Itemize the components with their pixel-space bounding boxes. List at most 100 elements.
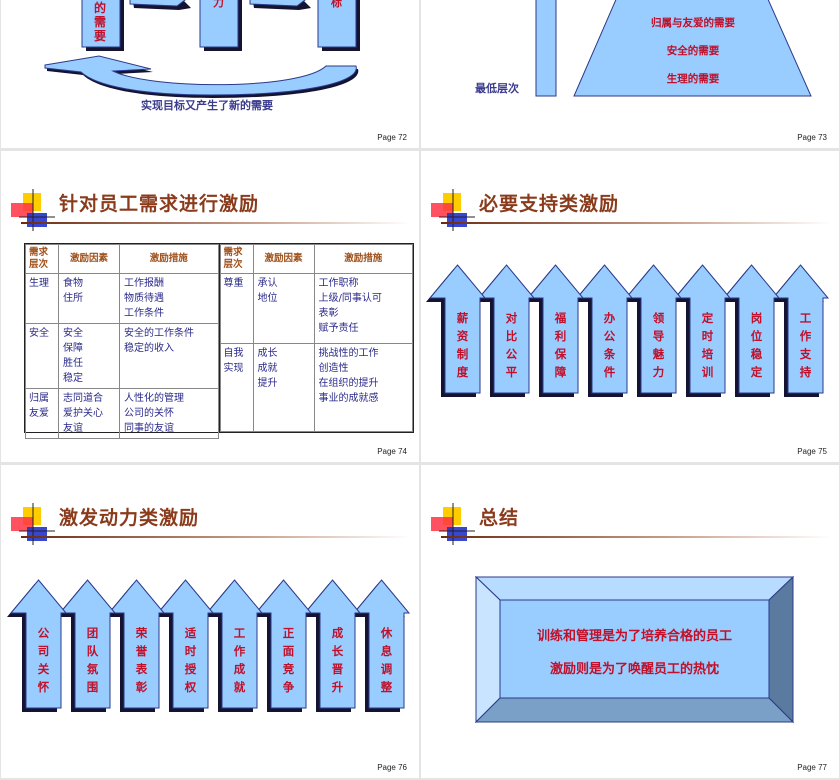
pyramid-level-safety: 安全的需要 [666, 45, 720, 57]
measure-cell: 工作报酬物质待遇工作条件 [119, 273, 219, 324]
table-row: 安全安全保障胜任稳定安全的工作条件稳定的收入 [25, 323, 219, 389]
arrow-label: 成长晋升 [331, 626, 344, 694]
table-header: 激励因素 [58, 244, 120, 274]
need-level-cell: 安全 [25, 323, 59, 389]
page-number: Page 74 [377, 447, 407, 456]
arrow-label: 正面竞争 [282, 626, 295, 694]
slide-title: 激发动力类激励 [59, 507, 200, 529]
table-row: 尊重承认地位工作职称上级/同事认可表彰赋予责任 [219, 273, 413, 344]
factor-cell: 安全保障胜任稳定 [58, 323, 120, 389]
slide-77[interactable]: 总结 训练和管理是为了培养合格的员工 激励则是为了唤醒员工的热忱 Page 77 [421, 465, 839, 778]
need-level-cell: 自我实现 [219, 343, 254, 432]
need-level-cell: 生理 [25, 273, 59, 324]
return-arrow [44, 55, 359, 98]
slide-title: 必要支持类激励 [479, 193, 620, 215]
up-arrow [301, 579, 362, 712]
slide-72[interactable]: 的需要 力 标 实现目标又产生了新的需要 Page 72 [1, 0, 419, 148]
measure-cell: 挑战性的工作创造性在组织的提升事业的成就感 [313, 343, 413, 432]
arrow-label: 休息调整 [380, 626, 393, 694]
summary-line-1: 训练和管理是为了培养合格的员工 [536, 629, 732, 644]
table-header: 需求层次 [219, 244, 254, 274]
page-number: Page 73 [797, 133, 827, 142]
arrow-shape [9, 579, 68, 709]
slide-73[interactable]: 最低层次 归属与友爱的需要 安全的需要 生理的需要 Page 73 [421, 0, 839, 148]
page-number: Page 77 [797, 763, 827, 772]
arrow-label: 岗位稳定 [750, 311, 763, 379]
level-bar [535, 0, 557, 97]
flow-box-3 [317, 0, 360, 51]
up-arrow [154, 579, 215, 712]
arrow-label: 福利保障 [554, 311, 567, 379]
table-header: 激励措施 [313, 244, 413, 274]
arrow-label: 团队氛围 [86, 626, 99, 694]
slide-logo [11, 189, 55, 231]
cycle-caption: 实现目标又产生了新的需要 [141, 99, 273, 112]
up-arrow [573, 264, 634, 397]
arrow-label: 工作成就 [233, 626, 246, 694]
table-right: 需求层次激励因素激励措施尊重承认地位工作职称上级/同事认可表彰赋予责任自我实现成… [219, 244, 414, 432]
arrow-label: 公司关怀 [37, 626, 50, 694]
table-left: 需求层次激励因素激励措施生理食物住所工作报酬物质待遇工作条件安全安全保障胜任稳定… [25, 244, 220, 439]
up-arrow [426, 264, 487, 397]
slide-title: 总结 [479, 507, 520, 529]
factor-cell: 成长成就提升 [252, 343, 315, 432]
factor-cell: 食物住所 [58, 273, 120, 324]
table-header: 激励因素 [252, 244, 315, 274]
flow-box-1-label: 的需要 [94, 1, 107, 43]
flow-arrow-1 [129, 0, 191, 10]
table-header: 激励措施 [119, 244, 219, 274]
table-row: 生理食物住所工作报酬物质待遇工作条件 [25, 273, 219, 324]
need-level-cell: 尊重 [219, 273, 254, 344]
factor-cell: 承认地位 [252, 273, 315, 344]
flow-box-3-label: 标 [331, 0, 342, 9]
arrow-row: 薪资制度 对比公平 福利保障 办公条件 领导魅力 定时培训 岗位稳定 工作支持 [421, 151, 839, 462]
page-number: Page 75 [797, 447, 827, 456]
flow-arrow-2 [249, 0, 311, 10]
arrow-label: 办公条件 [603, 311, 616, 379]
slide-logo [431, 189, 475, 231]
up-arrow [475, 264, 536, 397]
summary-bevel-box [474, 575, 795, 724]
arrow-label: 工作支持 [799, 311, 812, 379]
table-header: 需求层次 [25, 244, 59, 274]
need-level-cell: 归属友爱 [25, 388, 59, 439]
up-arrow [350, 579, 411, 712]
needs-pyramid [535, 0, 812, 97]
title-underline [21, 222, 411, 224]
slide-title: 针对员工需求进行激励 [59, 193, 260, 215]
arrow-label: 荣誉表彰 [135, 626, 148, 694]
up-arrow [203, 579, 264, 712]
title-underline [21, 536, 411, 538]
table-row: 自我实现成长成就提升挑战性的工作创造性在组织的提升事业的成就感 [219, 343, 413, 432]
title-underline [441, 536, 831, 538]
factor-cell: 志同道合爱护关心友谊 [58, 388, 120, 439]
table-row: 归属友爱志同道合爱护关心友谊人性化的管理公司的关怀同事的友谊 [25, 388, 219, 439]
pyramid-level-belonging: 归属与友爱的需要 [651, 17, 735, 29]
up-arrow [7, 579, 68, 712]
summary-line-2: 激励则是为了唤醒员工的热忱 [549, 662, 719, 677]
flow-box-2 [199, 0, 242, 51]
cycle-diagram [44, 0, 360, 98]
measure-cell: 人性化的管理公司的关怀同事的友谊 [119, 388, 219, 439]
slide-76[interactable]: 激发动力类激励 公司关怀团队氛围荣誉表彰适时授权工作成就正面竞争成长晋升休息调整… [1, 465, 419, 778]
needs-table: 需求层次激励因素激励措施生理食物住所工作报酬物质待遇工作条件安全安全保障胜任稳定… [24, 243, 414, 439]
flow-box-2-label: 力 [213, 0, 224, 9]
slide-74[interactable]: 针对员工需求进行激励 需求层次激励因素激励措施生理食物住所工作报酬物质待遇工作条… [1, 151, 419, 462]
measure-cell: 工作职称上级/同事认可表彰赋予责任 [313, 273, 413, 344]
lowest-level-label: 最低层次 [475, 82, 519, 95]
title-underline [441, 222, 831, 224]
arrow-label: 领导魅力 [652, 311, 665, 379]
arrow-row: 公司关怀团队氛围荣誉表彰适时授权工作成就正面竞争成长晋升休息调整 [1, 465, 419, 778]
pyramid-shape [573, 0, 812, 97]
slide-75[interactable]: 必要支持类激励 薪资制度 对比公平 福利保障 办公条件 领导魅力 定时培训 岗位稳定 工作支持… [421, 151, 839, 462]
arrow-label: 定时培训 [701, 311, 714, 379]
arrow-shape [428, 264, 487, 394]
measure-cell: 安全的工作条件稳定的收入 [119, 323, 219, 389]
flow-box-1 [81, 0, 124, 51]
slide-logo [431, 503, 475, 545]
arrow-label: 薪资制度 [456, 311, 469, 379]
pyramid-level-physiological: 生理的需要 [666, 73, 720, 85]
arrow-label: 对比公平 [505, 311, 518, 379]
page-number: Page 72 [377, 133, 407, 142]
page-number: Page 76 [377, 763, 407, 772]
